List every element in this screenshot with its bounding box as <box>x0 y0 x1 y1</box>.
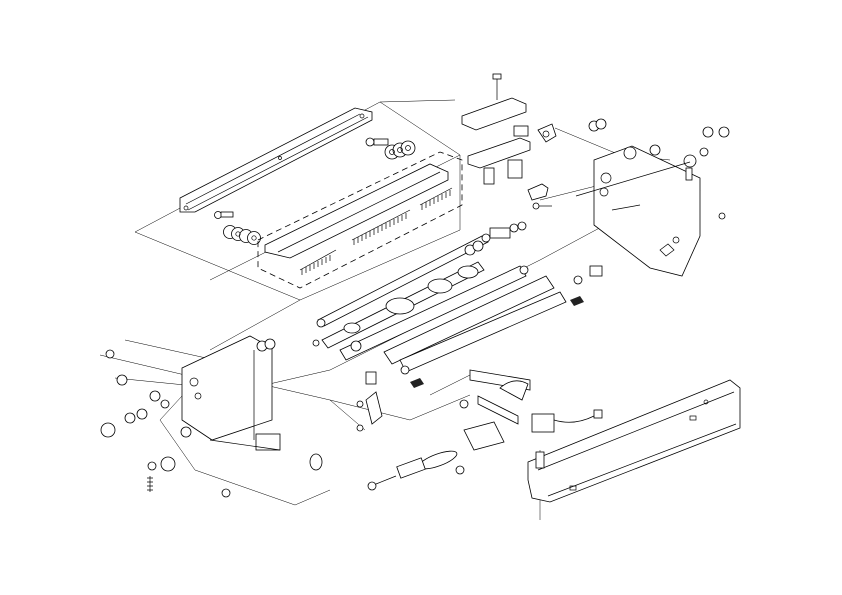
comb-middle <box>351 209 411 245</box>
roller-4 <box>383 265 603 365</box>
roller-3 <box>339 265 529 361</box>
roller-5 <box>399 291 584 388</box>
comb-right <box>419 187 453 210</box>
roller-1 <box>316 221 527 328</box>
pulley-cluster-top <box>365 137 416 160</box>
left-gears <box>100 349 323 498</box>
left-frame <box>181 335 281 451</box>
pulley-cluster-left <box>214 211 261 245</box>
top-bracket-assembly <box>461 73 557 210</box>
separator-plate-assembly <box>257 151 463 289</box>
bottom-center-parts <box>356 369 603 491</box>
bottom-tray-rail <box>527 379 741 503</box>
right-gears <box>575 118 730 220</box>
comb-left <box>299 249 337 275</box>
right-frame <box>593 145 701 277</box>
roller-2 <box>312 261 485 349</box>
upper-guide-rail <box>179 107 373 213</box>
